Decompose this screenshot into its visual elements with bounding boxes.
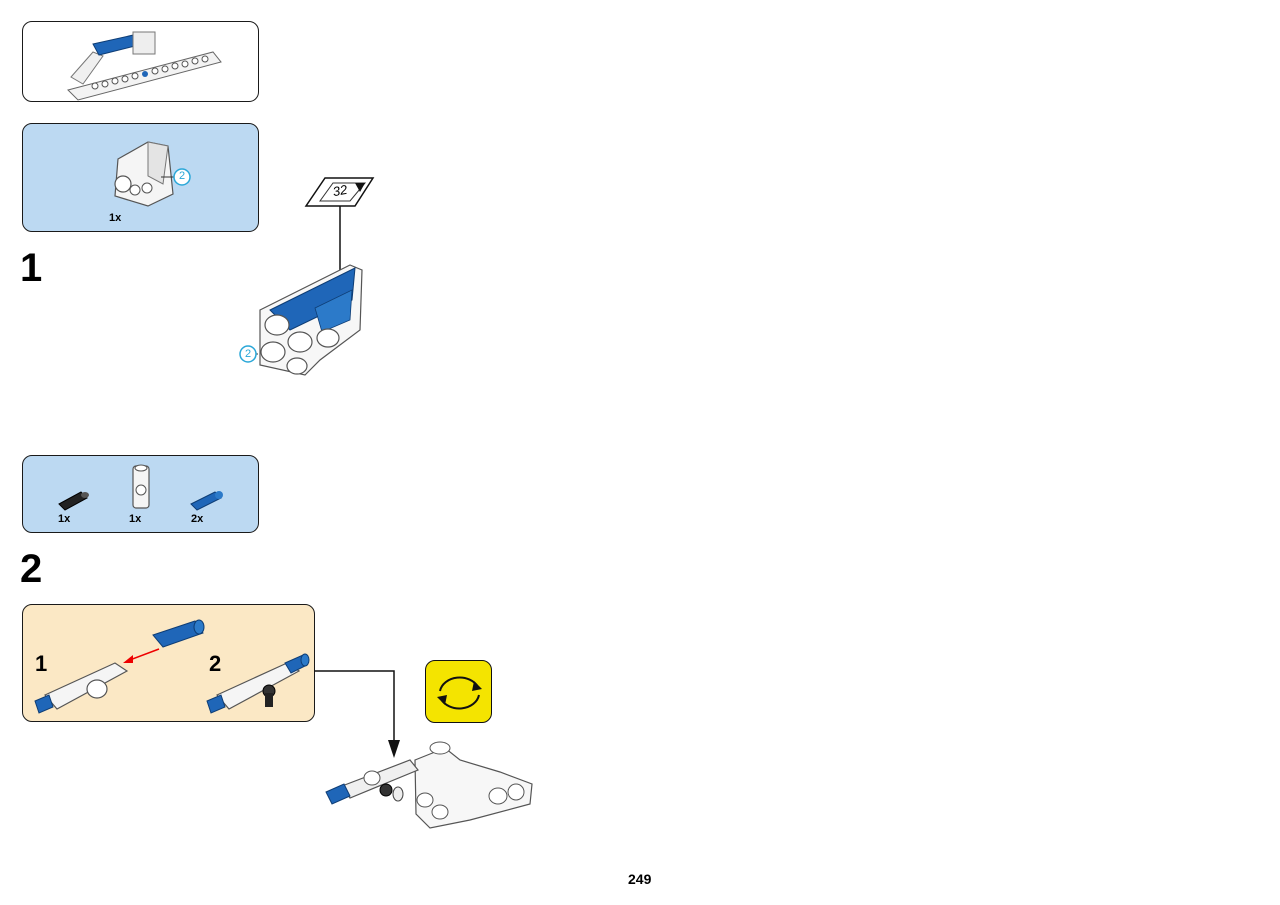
step2-parts-list: 1x 1x 2x (22, 455, 259, 533)
beam-assembly-icon (67, 31, 222, 101)
black-pin-icon (58, 491, 89, 511)
callout-circle (239, 345, 257, 363)
part-quantity: 1x (58, 513, 71, 525)
model-callout-number: 2 (244, 348, 252, 360)
step2-subassembly: 1 2 (22, 604, 315, 722)
sticker-icon (304, 177, 375, 207)
rotate-model-icon (425, 660, 492, 723)
substep2-illustration (206, 653, 310, 714)
substep-number: 2 (209, 651, 222, 676)
step1-parts-list: 2 1x (22, 123, 259, 232)
blue-pin-icon (190, 491, 223, 511)
callout-number: 2 (178, 170, 186, 182)
page-number: 249 (628, 871, 652, 887)
white-connector-icon (114, 141, 191, 207)
part-quantity: 1x (109, 212, 122, 224)
part-quantity: 2x (191, 513, 204, 525)
previous-model-preview (22, 21, 259, 102)
white-axle-connector-icon (132, 464, 150, 509)
step-number: 2 (20, 547, 43, 591)
step1-model-illustration (239, 177, 375, 376)
part-quantity: 1x (129, 513, 142, 525)
callout-circle (173, 168, 191, 186)
substep1-illustration (34, 619, 205, 714)
step-number: 1 (20, 246, 43, 290)
step2-model-illustration (325, 741, 533, 829)
assembly-arrow (314, 670, 400, 758)
substep-number: 1 (35, 651, 48, 676)
